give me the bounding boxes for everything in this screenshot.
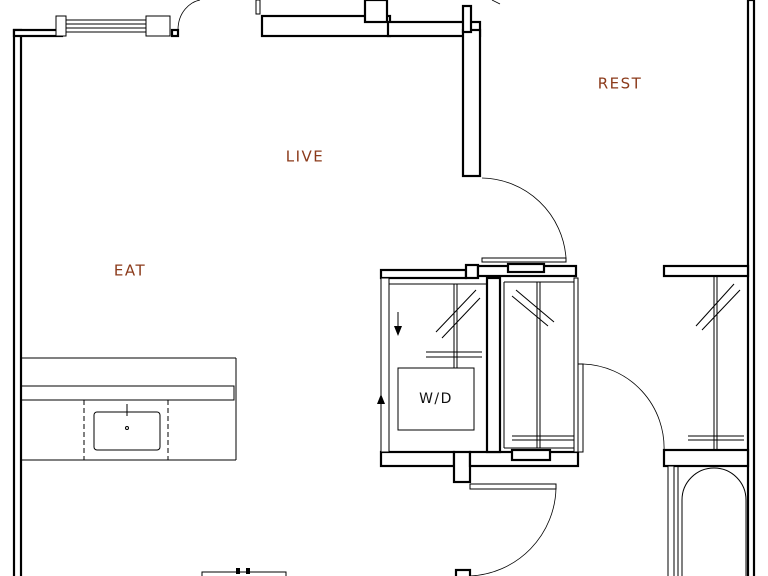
bottom-counter — [201, 568, 287, 576]
room-label-rest: REST — [598, 75, 643, 93]
sink — [93, 411, 161, 451]
room-label-eat: EAT — [114, 262, 146, 280]
kitchen-island — [20, 357, 237, 461]
exterior-walls — [12, 0, 756, 576]
window-top — [55, 15, 171, 37]
laundry-closet — [377, 262, 580, 484]
door-bathroom — [577, 363, 665, 453]
door-laundry-bottom — [454, 483, 557, 576]
door-top — [177, 0, 501, 31]
bathtub — [667, 465, 747, 576]
room-label-live: LIVE — [286, 148, 325, 166]
room-label-laundry: W/D — [419, 391, 453, 407]
bath-closet — [662, 264, 750, 468]
door-live-rest — [481, 177, 567, 263]
